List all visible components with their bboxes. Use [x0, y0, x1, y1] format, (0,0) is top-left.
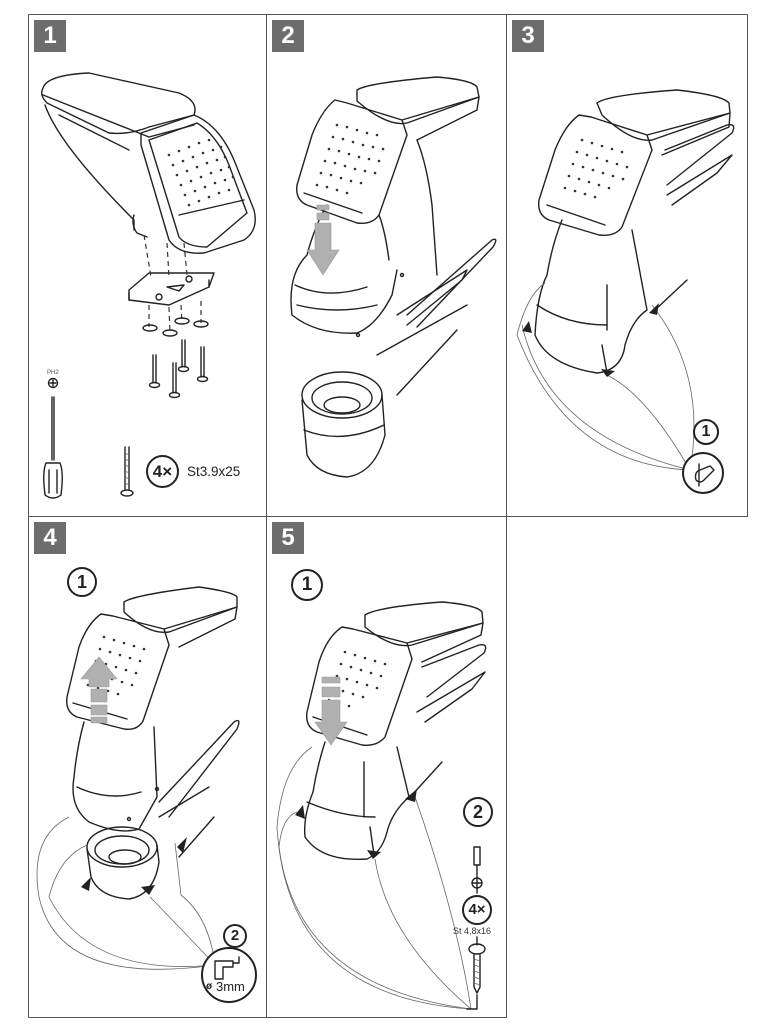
armrest-raising-illustration: [36, 586, 240, 970]
armrest-fastening-illustration: [276, 601, 487, 1010]
mark-point-arrow-icon: [522, 279, 688, 377]
substep-circle-1: 1: [67, 567, 97, 597]
phillips-icon: [471, 877, 483, 894]
screw-icon: [466, 936, 486, 1010]
down-arrow-icon: [314, 676, 348, 746]
screw-quantity-circle: 4×: [146, 455, 179, 488]
washer-icon: [142, 317, 209, 337]
marker-pen-icon: [694, 463, 715, 487]
cup-holder-base-icon: [86, 786, 215, 900]
up-arrow-icon: [80, 656, 118, 724]
mounting-bracket-icon: [128, 272, 215, 306]
step-number-badge: 3: [512, 20, 544, 52]
step-number-badge: 4: [34, 522, 66, 554]
drill-guide-lines: [36, 816, 216, 970]
base-rail-icon: [376, 238, 497, 396]
drill-size-label: 3mm: [216, 979, 245, 994]
step-number-badge: 2: [272, 20, 304, 52]
armrest-icon: [40, 72, 256, 254]
armrest-exploded-illustration: [40, 72, 256, 499]
step-panel-5: 5 1: [266, 516, 507, 1018]
substep-circle: 1: [693, 419, 719, 445]
perforation-dots: [315, 123, 385, 195]
loose-screw-icon: [120, 446, 134, 497]
perforation-dots: [563, 138, 629, 199]
substep-circle-2: 2: [463, 797, 493, 827]
perforation-dots: [167, 138, 235, 207]
screw-icon: [148, 339, 209, 399]
down-arrow-icon: [306, 204, 340, 276]
screwdriver-size-label: PH2: [47, 370, 59, 376]
dashed-guide-lines: [143, 234, 202, 334]
marker-pen-circle: [682, 452, 724, 494]
screw-spec-label: St 4,8x16: [453, 926, 492, 936]
marking-lines: [516, 282, 695, 471]
step-panel-3: 3: [506, 14, 748, 517]
armrest-icon: [534, 89, 735, 374]
drill-icon: [214, 956, 240, 980]
screwdriver-icon: [473, 846, 481, 878]
screw-quantity-circle: 4×: [462, 895, 492, 925]
cup-holder-base-icon: [301, 371, 386, 478]
step-number-badge: 5: [272, 522, 304, 554]
step-panel-1: 1: [28, 14, 267, 517]
armrest-icon: [290, 76, 480, 338]
drill-size-circle: ø 3mm: [201, 947, 257, 1003]
armrest-lowering-illustration: [290, 76, 497, 478]
perforation-dots: [327, 650, 387, 708]
screwdriver-icon: [43, 377, 63, 499]
step-panel-2: 2: [266, 14, 507, 517]
substep-circle-2: 2: [223, 924, 247, 948]
drill-diameter-symbol: ø: [206, 981, 213, 992]
armrest-marking-illustration: [516, 89, 735, 471]
screw-spec-label: St3.9x25: [187, 464, 241, 479]
step-panel-4: 4 1: [28, 516, 267, 1018]
fastening-guide-lines: [276, 746, 472, 1010]
substep-circle-1: 1: [291, 569, 323, 601]
step-number-badge: 1: [34, 20, 66, 52]
